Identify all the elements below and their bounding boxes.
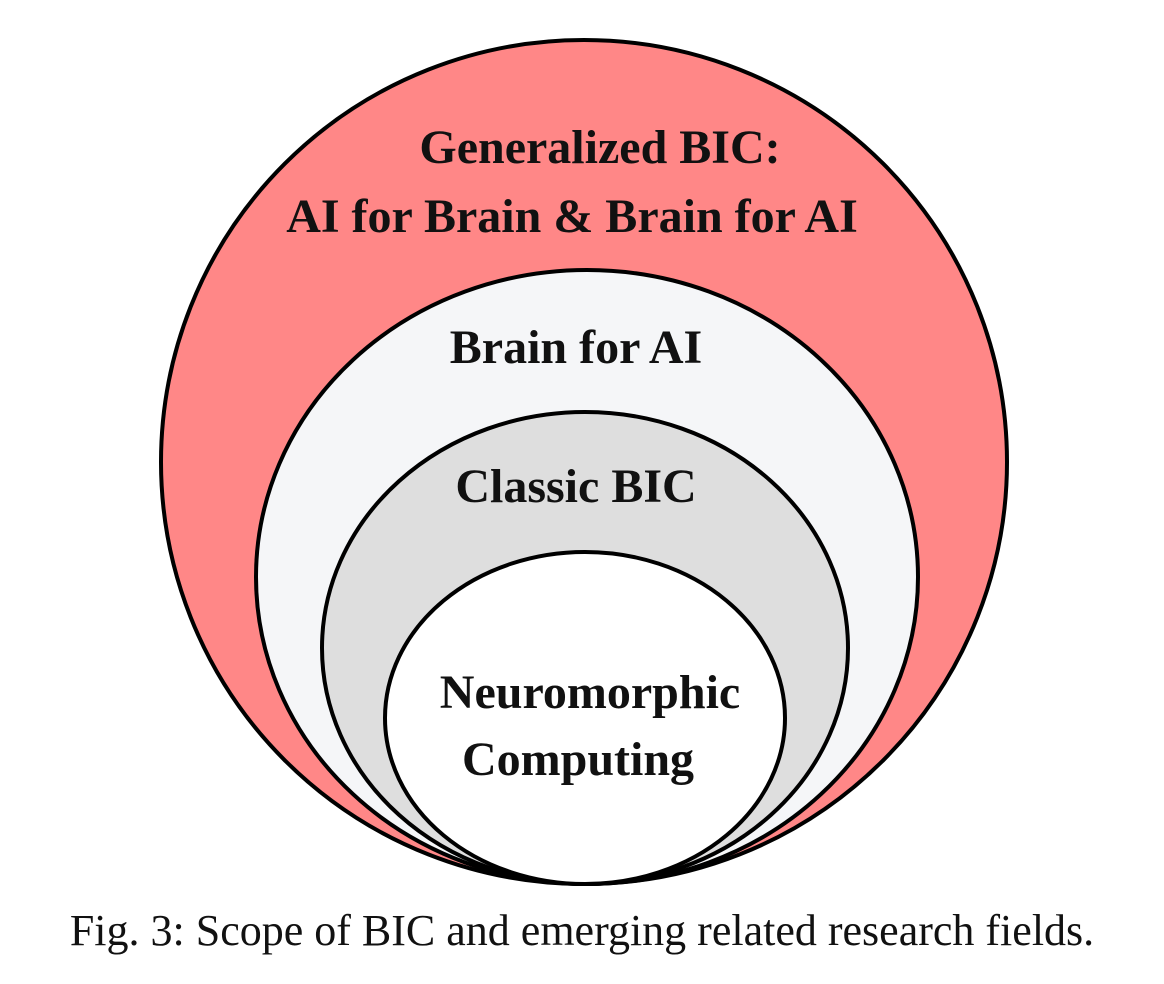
label-neuromorphic-line-2: Computing	[462, 733, 694, 786]
ring-neuromorphic-computing	[383, 550, 787, 886]
nested-scope-diagram: Generalized BIC: AI for Brain & Brain fo…	[159, 38, 1009, 886]
figure-caption: Fig. 3: Scope of BIC and emerging relate…	[69, 906, 1095, 955]
label-neuromorphic-line-1: Neuromorphic	[440, 666, 740, 719]
label-brain-for-ai: Brain for AI	[450, 321, 702, 374]
label-generalized-bic-line-2: AI for Brain & Brain for AI	[286, 190, 858, 243]
label-generalized-bic-line-1: Generalized BIC:	[419, 121, 780, 174]
label-classic-bic: Classic BIC	[455, 460, 696, 513]
